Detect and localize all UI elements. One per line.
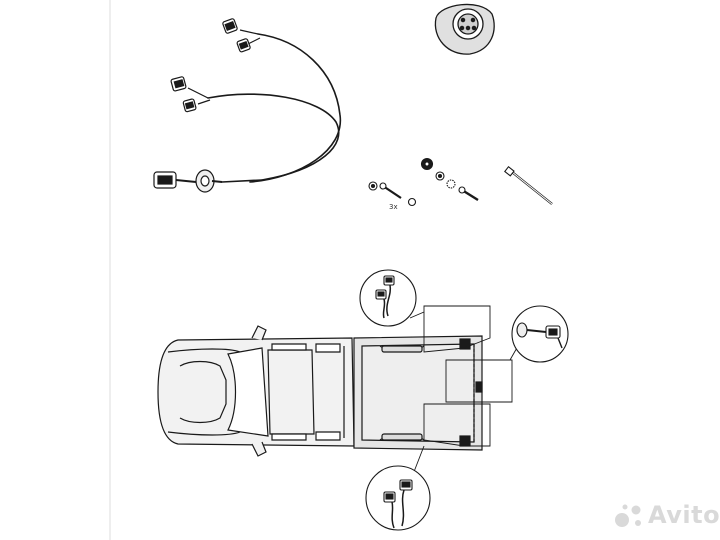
harness-connector-upper: [222, 18, 261, 53]
detail-circle-right-lamp: [365, 465, 431, 531]
tow-bar-socket: [475, 381, 483, 393]
harness-connector-middle: [170, 76, 211, 113]
harness-cable-main: [221, 179, 263, 183]
watermark: Avito: [644, 500, 720, 530]
pickup-truck-top-view: [157, 325, 483, 457]
screw-quantity-label: 3x: [389, 203, 398, 211]
avito-logo-icon: [615, 504, 641, 527]
wiring-harness: [207, 33, 342, 183]
tail-lamp-left: [459, 338, 471, 350]
trailer-socket-icon: [434, 3, 495, 55]
detail-circle-socket: [511, 305, 569, 363]
screw-icon: [382, 185, 402, 199]
serrated-washer-icon: [446, 179, 456, 189]
cable-tie-icon: [504, 166, 553, 205]
tail-lamp-right: [459, 435, 471, 447]
mounting-hardware: [368, 157, 479, 207]
washer-icon: [407, 197, 417, 207]
callout-boxes: [423, 305, 513, 447]
harness-cable-upper: [249, 33, 342, 183]
harness-socket-plug: [153, 169, 223, 193]
harness-cable-middle: [207, 93, 340, 181]
watermark-text: Avito: [648, 501, 720, 529]
detail-circle-left-lamp: [359, 269, 417, 327]
